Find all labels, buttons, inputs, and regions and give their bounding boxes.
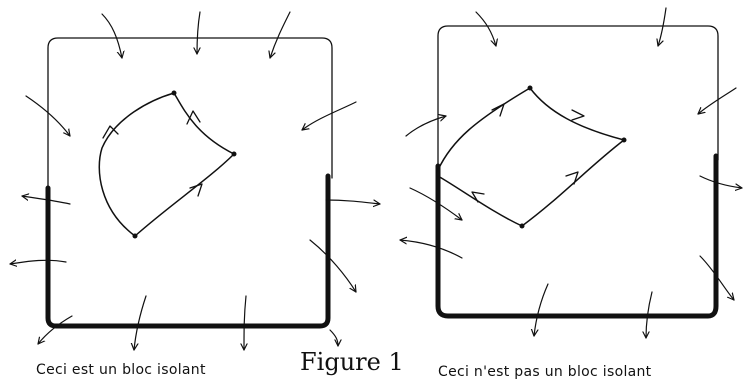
left-caption: Ceci est un bloc isolant [36,362,206,378]
figure-title: Figure 1 [300,348,404,376]
left-exchange-arrows [9,11,381,351]
right-block-insulating-wall [435,153,719,319]
left-panel [9,11,381,351]
right-block-outline [437,25,719,173]
right-exchange-arrows [399,7,743,339]
left-block-insulating-wall [45,173,331,329]
right-panel [399,7,743,339]
right-caption: Ceci n'est pas un bloc isolant [438,364,652,380]
right-cycle [435,85,627,229]
left-block-outline [47,37,333,191]
left-cycle [98,90,237,239]
